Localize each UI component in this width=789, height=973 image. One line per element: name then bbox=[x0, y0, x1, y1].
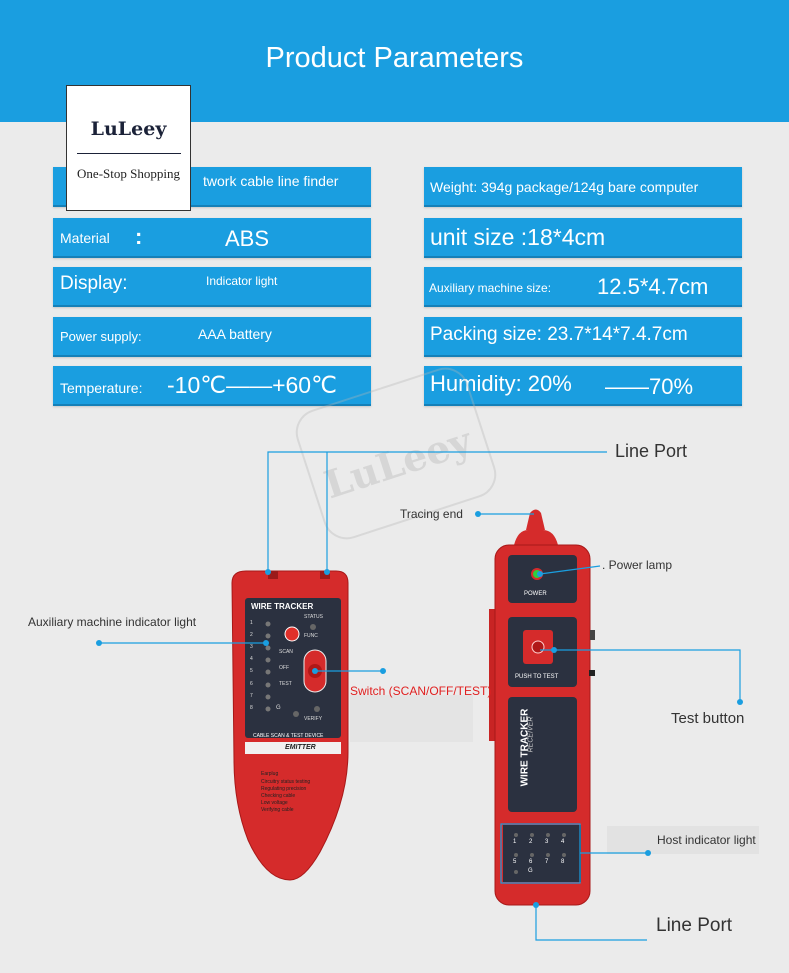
param-weight: Weight: 394g package/124g bare computer bbox=[430, 179, 699, 195]
receiver-indicator-leds bbox=[514, 833, 566, 874]
emitter-number: 2 bbox=[250, 632, 253, 638]
param-temperature-value: -10℃——+60℃ bbox=[167, 372, 337, 398]
param-humidity-box: Humidity: 20% ——70% bbox=[424, 366, 742, 406]
callout-aux-indicator: Auxiliary machine indicator light bbox=[28, 615, 197, 629]
param-weight-box: Weight: 394g package/124g bare computer bbox=[424, 167, 742, 207]
receiver-push-to-test-label: PUSH TO TEST bbox=[515, 674, 559, 680]
param-humidity-value: ——70% bbox=[605, 374, 694, 399]
emitter-g-label: G bbox=[276, 705, 281, 711]
param-display-box: Display: Indicator light bbox=[53, 267, 371, 307]
receiver-side-nub bbox=[590, 630, 595, 640]
receiver-neck bbox=[514, 530, 558, 545]
receiver-test-button-cap bbox=[531, 640, 545, 654]
param-material-value: ABS bbox=[225, 226, 270, 251]
param-power-value: AAA battery bbox=[198, 326, 272, 342]
emitter-number: 8 bbox=[250, 705, 253, 711]
emitter-scan-label: SCAN bbox=[279, 649, 293, 655]
receiver-number: 6 bbox=[529, 859, 533, 865]
emitter-feature: Checking cable bbox=[261, 793, 296, 799]
param-power-box: Power supply: AAA battery bbox=[53, 317, 371, 357]
emitter-number: 4 bbox=[250, 656, 253, 662]
callout-tracing-end: Tracing end bbox=[400, 507, 463, 521]
receiver-number: 3 bbox=[545, 839, 549, 845]
param-aux-size-label: Auxiliary machine size: bbox=[429, 281, 552, 295]
emitter-off-label: OFF bbox=[279, 665, 289, 671]
param-unit-size-box: unit size :18*4cm bbox=[424, 218, 742, 258]
param-temperature-box: Temperature: -10℃——+60℃ bbox=[53, 366, 371, 406]
receiver-number: 7 bbox=[545, 859, 549, 865]
emitter-func-label: FUNC bbox=[304, 633, 318, 639]
emitter-panel bbox=[245, 598, 341, 738]
emitter-verify-led bbox=[314, 706, 320, 712]
param-packing-box: Packing size: 23.7*14*7.4.7cm bbox=[424, 317, 742, 357]
callout-line-port-top: Line Port bbox=[615, 441, 688, 461]
param-material-box: Material : ABS bbox=[53, 218, 371, 258]
page-title: Product Parameters bbox=[265, 42, 524, 74]
callout-power-lamp: . Power lamp bbox=[602, 558, 673, 572]
receiver-power-panel bbox=[508, 555, 577, 603]
callout-test-button: Test button bbox=[671, 710, 745, 727]
param-temperature-label: Temperature: bbox=[60, 380, 143, 396]
emitter-test-label: TEST bbox=[279, 681, 292, 687]
param-aux-size-box: Auxiliary machine size: 12.5*4.7cm bbox=[424, 267, 742, 307]
emitter-status-led bbox=[310, 624, 316, 630]
emitter-number: 1 bbox=[250, 620, 253, 626]
callout-lines bbox=[99, 451, 741, 941]
emitter-brand: WIRE TRACKER bbox=[251, 602, 314, 611]
param-material-label: Material bbox=[60, 230, 110, 246]
receiver-number: 4 bbox=[561, 839, 565, 845]
emitter-feature: Earplug bbox=[261, 771, 279, 777]
logo-tagline: One-Stop Shopping bbox=[77, 166, 180, 181]
emitter-number: 7 bbox=[250, 693, 253, 699]
receiver-power-label: POWER bbox=[524, 591, 547, 597]
callout-switch: Switch (SCAN/OFF/TEST) bbox=[350, 684, 492, 698]
receiver-number: 2 bbox=[529, 839, 533, 845]
emitter-feature: Circuitry status testing bbox=[261, 779, 311, 785]
param-humidity-label: Humidity: 20% bbox=[430, 371, 572, 396]
logo-name: LuLeey bbox=[90, 118, 167, 140]
emitter-verify-label: VERIFY bbox=[304, 716, 323, 722]
emitter-number: 6 bbox=[250, 681, 253, 687]
emitter-g-led bbox=[293, 711, 299, 717]
emitter-number: 3 bbox=[250, 644, 253, 650]
emitter-status-label: STATUS bbox=[304, 614, 323, 620]
switch-label-patch bbox=[350, 695, 473, 742]
param-unit-size: unit size :18*4cm bbox=[430, 224, 606, 250]
callout-dots bbox=[96, 511, 743, 908]
receiver-number: 5 bbox=[513, 859, 517, 865]
emitter-indicator-leds bbox=[265, 621, 271, 712]
receiver-g-label: G bbox=[528, 868, 533, 874]
receiver-side-jack bbox=[589, 670, 595, 676]
emitter-number: 5 bbox=[250, 668, 253, 674]
emitter-device-line: CABLE SCAN & TEST DEVICE bbox=[253, 733, 324, 739]
emitter-feature: Verifying cable bbox=[261, 807, 294, 813]
emitter-port-right bbox=[320, 571, 330, 579]
param-packing: Packing size: 23.7*14*7.4.7cm bbox=[430, 324, 688, 345]
receiver-brand-panel bbox=[508, 697, 577, 812]
param-display-value: Indicator light bbox=[206, 274, 278, 288]
emitter-feature: Regulating precision bbox=[261, 786, 307, 792]
brand-logo: LuLeey One-Stop Shopping bbox=[66, 85, 191, 211]
callout-line-port-bottom: Line Port bbox=[656, 915, 733, 936]
host-label-patch bbox=[607, 826, 759, 854]
param-name-value: twork cable line finder bbox=[203, 173, 339, 189]
emitter-model-strip bbox=[245, 742, 341, 754]
callout-host-indicator: Host indicator light bbox=[657, 833, 756, 847]
param-aux-size-value: 12.5*4.7cm bbox=[597, 274, 709, 299]
receiver-model: RECEIVER bbox=[527, 716, 535, 753]
receiver-number: 8 bbox=[561, 859, 565, 865]
logo-divider bbox=[77, 153, 181, 154]
receiver-number: 1 bbox=[513, 839, 517, 845]
param-material-colon: : bbox=[135, 224, 143, 249]
emitter-func-button bbox=[284, 626, 300, 642]
emitter-feature: Low voltage bbox=[261, 800, 288, 806]
emitter-model: EMITTER bbox=[285, 744, 316, 751]
receiver-tip bbox=[526, 509, 545, 530]
emitter-port-left bbox=[268, 571, 278, 579]
param-display-label: Display: bbox=[60, 273, 128, 294]
param-power-label: Power supply: bbox=[60, 329, 142, 344]
